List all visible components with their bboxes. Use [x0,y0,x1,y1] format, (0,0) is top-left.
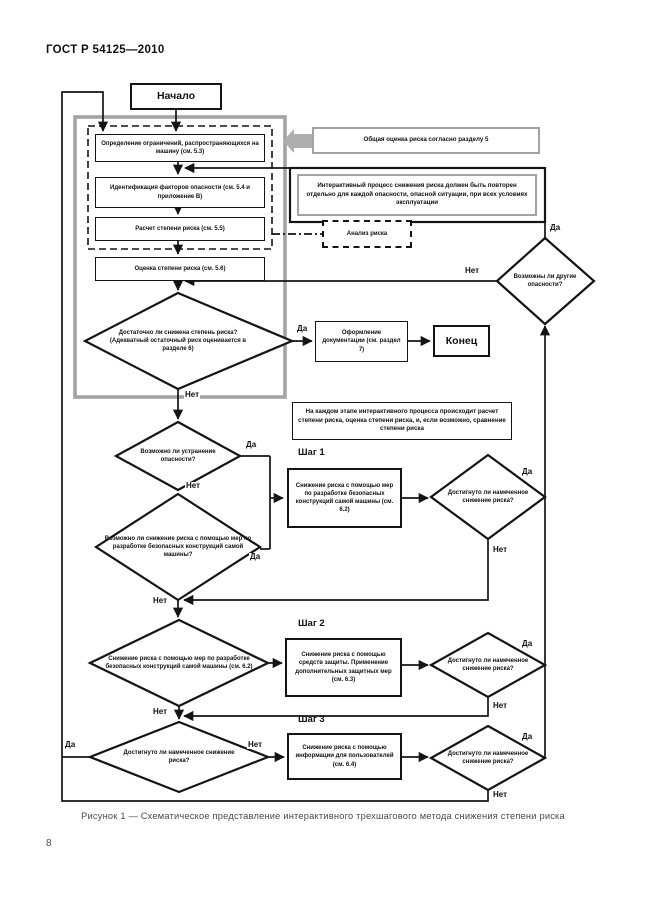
yes-label-adequate: Да [296,324,309,333]
decision-inherent-text: Возможно ли снижение риска с помощью мер… [104,535,252,559]
risk-analysis-box: Анализ риска [322,220,412,248]
decision-achieved2-text: Достигнуто ли намеченное снижение риска? [447,657,529,672]
iterative-note-frame [288,166,547,224]
connector-lines [61,91,551,802]
yes-label-inherent: Да [249,552,262,561]
decision-adequate-text: Достаточно ли снижена степень риска? (Ад… [109,329,247,353]
diamond-adequate [82,291,295,391]
step3-label: Шаг 3 [298,714,325,725]
yes-label-achieved-left: Да [64,740,77,749]
diamond-achieved-1 [429,453,547,541]
no-label-inherent: Нет [152,596,169,605]
diamond-safeguard [87,618,271,708]
diamond-achieved-3 [428,724,548,792]
no-label-eliminate: Нет [185,481,202,490]
stage-note-box: На каждом этапе интерактивного процесса … [292,402,512,440]
no-label-other-hazards: Нет [464,266,481,275]
risk-assessment-frame [73,115,287,399]
diamond-achieved-2 [428,631,548,699]
diamond-achieved-left [86,720,272,794]
decision-diamonds [82,236,596,794]
no-label-safeguard: Нет [152,707,169,716]
risk-estimation-box: Расчет степени риска (см. 5.5) [95,217,265,241]
decision-eliminate-text: Возможно ли устранение опасности? [140,448,216,463]
standard-header: ГОСТ Р 54125—2010 [46,44,165,56]
start-node: Начало [130,83,222,110]
decision-achieved-left-text: Достигнуто ли намеченное снижение риска? [123,749,235,764]
gray-block-arrow [283,129,312,153]
step3-box: Снижение риска с помощью информации для … [287,733,402,780]
yes-label-achieved2: Да [521,639,534,648]
iterative-process-note: Интерактивный процесс снижения риска дол… [297,174,537,216]
yes-label-achieved3: Да [521,732,534,741]
no-label-achieved2: Нет [492,701,509,710]
no-label-achieved-left: Нет [247,740,264,749]
determine-limits-box: Определение ограничений, распространяющи… [95,134,265,162]
no-label-achieved3: Нет [492,790,509,799]
decision-achieved3-text: Достигнуто ли намеченное снижение риска? [447,750,529,765]
yes-label-eliminate: Да [245,440,258,449]
end-node: Конец [433,325,490,357]
decision-achieved1-text: Достигнуто ли намеченное снижение риска? [447,489,529,504]
step2-box: Снижение риска с помощью средств защиты.… [285,638,402,697]
diamond-inherent [93,492,263,602]
yes-label-other-hazards: Да [549,223,562,232]
step1-label: Шаг 1 [298,447,325,458]
step2-label: Шаг 2 [298,618,325,629]
figure-caption: Рисунок 1 — Схематическое представление … [81,811,565,821]
decision-other-hazards-text: Возможны ли другие опасности? [513,273,577,288]
general-assessment-note: Общая оценка риска согласно разделу 5 [312,127,540,154]
page-number: 8 [46,838,52,849]
diamond-eliminate [113,420,243,492]
step1-box: Снижение риска с помощью мер по разработ… [287,468,402,528]
decision-safeguard-text: Снижение риска с помощью мер по разработ… [105,655,253,670]
no-label-achieved1: Нет [492,545,509,554]
no-label-adequate: Нет [184,390,201,399]
diamond-other-hazards [495,236,596,326]
yes-label-achieved1: Да [521,467,534,476]
hazard-identification-box: Идентификация факторов опасности (см. 5.… [95,177,265,208]
documentation-box: Оформление документации (см. раздел 7) [315,321,408,362]
risk-evaluation-box: Оценка степени риска (см. 5.6) [95,257,265,281]
